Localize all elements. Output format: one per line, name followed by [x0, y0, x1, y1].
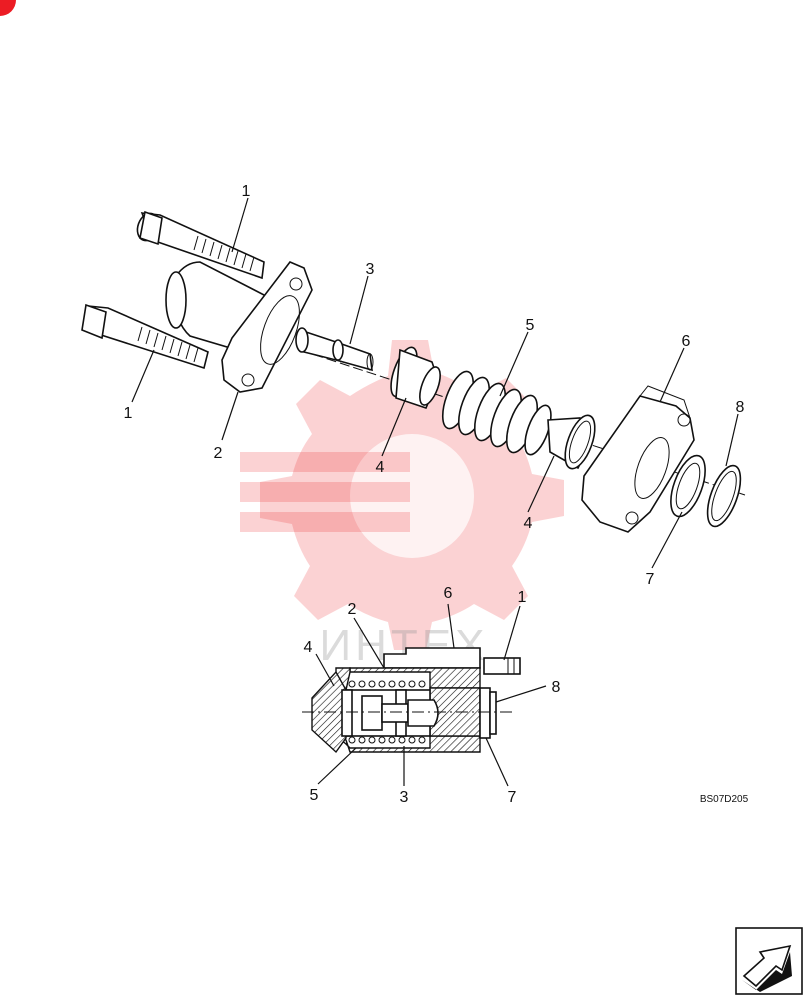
callout-spring: 5 [526, 317, 535, 334]
callout-seat-right: 4 [524, 515, 533, 532]
section-leaders [315, 603, 547, 787]
callout-cover: 6 [682, 333, 691, 350]
callout-backup-ring: 7 [646, 571, 655, 588]
section-callout-housing: 2 [348, 601, 357, 618]
end-cover [581, 385, 695, 533]
bolt-upper [136, 210, 265, 280]
o-ring [706, 464, 742, 528]
callout-poppet: 3 [366, 261, 375, 278]
section-callout-cover: 6 [444, 585, 453, 602]
exploded-leaders [131, 197, 739, 569]
drawing-code: BS07D205 [700, 794, 749, 805]
valve-housing [165, 261, 313, 393]
poppet [295, 327, 374, 372]
backup-ring [670, 454, 706, 518]
assembly-centerline [299, 349, 746, 496]
section-callout-o-ring: 8 [552, 679, 561, 696]
bolt-lower [81, 303, 209, 370]
spring-seat-right [547, 414, 596, 470]
section-callout-backup-ring: 7 [508, 789, 517, 806]
callout-housing: 2 [214, 445, 223, 462]
next-page-arrow-icon[interactable] [735, 927, 803, 995]
callout-bolt-upper: 1 [242, 183, 251, 200]
corner-mark [0, 0, 16, 16]
callout-bolt-lower: 1 [124, 405, 133, 422]
spring [441, 370, 552, 456]
section-callout-bolt: 1 [518, 589, 527, 606]
callout-seat-left: 4 [376, 459, 385, 476]
section-callout-poppet: 3 [400, 789, 409, 806]
section-callout-spring: 5 [310, 787, 319, 804]
spring-seat-left [390, 346, 441, 409]
section-callout-seat: 4 [304, 639, 313, 656]
section-view [302, 647, 521, 754]
callout-o-ring: 8 [736, 399, 745, 416]
